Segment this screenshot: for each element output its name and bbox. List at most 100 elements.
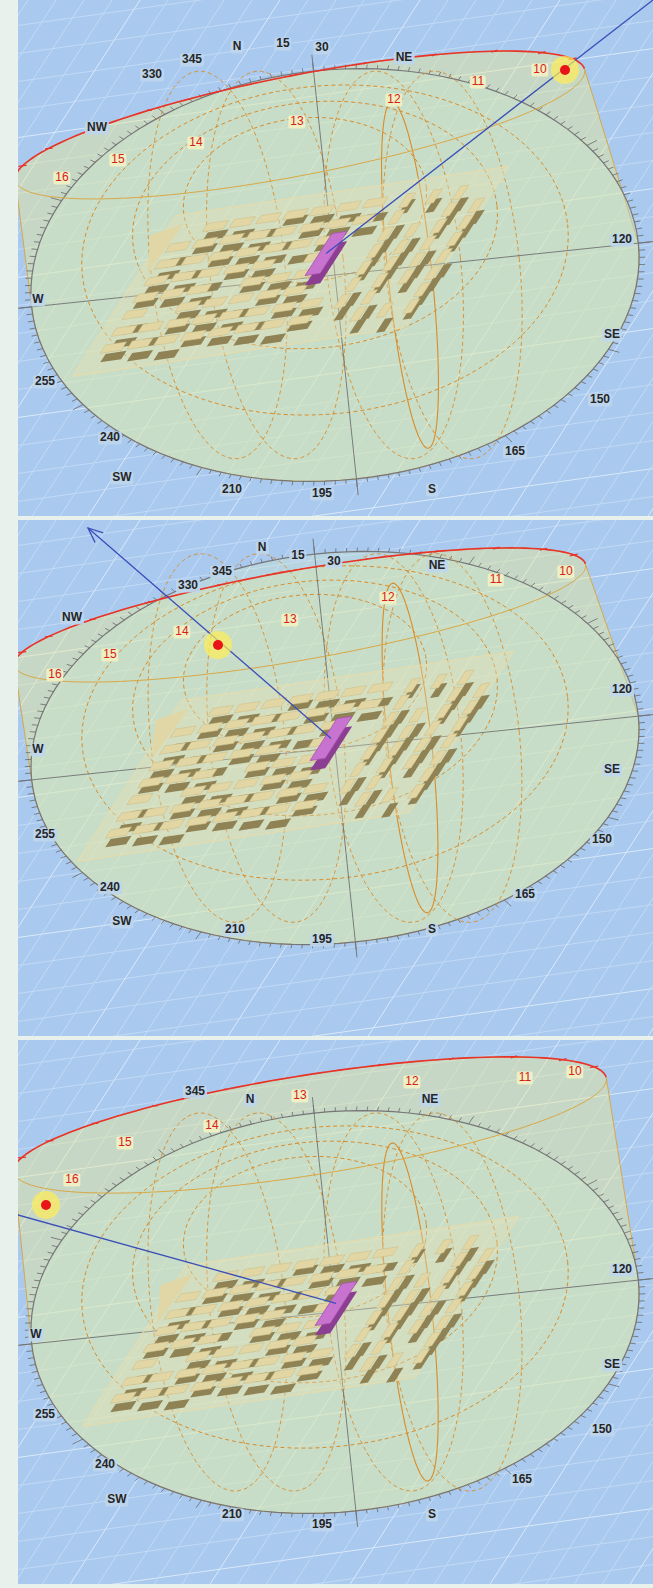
building-roof: [430, 218, 448, 233]
compass-tick: [574, 1421, 579, 1423]
compass-tick: [367, 1107, 369, 1111]
building-roof: [281, 1352, 307, 1363]
sun-path-lower: [18, 1078, 606, 1193]
compass-tick: [638, 743, 644, 744]
compass-tick: [250, 561, 252, 565]
building-roof: [233, 322, 259, 333]
compass-tick: [418, 931, 420, 935]
building-roof: [276, 1322, 302, 1333]
building-roof: [435, 248, 453, 263]
building-roof: [467, 1265, 485, 1280]
compass-tick: [627, 1238, 633, 1239]
compass-tick: [52, 206, 58, 207]
compass-tick: [639, 264, 645, 265]
building-roof: [250, 714, 276, 725]
compass-tick: [487, 1126, 490, 1130]
compass-tick: [561, 1161, 566, 1164]
building-roof: [191, 1304, 217, 1315]
compass-tick: [639, 249, 645, 250]
compass-tick: [603, 161, 608, 163]
compass-tick: [523, 579, 527, 582]
site-plot: [73, 166, 509, 376]
building-roof: [429, 1285, 447, 1300]
compass-tick: [639, 257, 645, 258]
compass-tick: [144, 448, 148, 451]
compass-tick: [593, 149, 598, 151]
building-roof: [244, 305, 270, 316]
building-roof: [196, 798, 222, 809]
compass-tick: [344, 943, 345, 947]
compass-tick: [259, 942, 260, 946]
compass-tick: [546, 876, 550, 879]
compass-tick: [47, 213, 53, 214]
hour-label: 12: [379, 591, 396, 604]
building-roof: [403, 678, 421, 693]
compass-tick: [249, 941, 251, 945]
building-roof: [372, 1247, 398, 1258]
building-roof: [227, 1359, 253, 1370]
compass-tick: [598, 1194, 603, 1196]
compass-tick: [637, 1272, 643, 1274]
building-roof: [381, 1323, 399, 1338]
compass-tick: [105, 1189, 110, 1191]
compass-tick: [554, 596, 558, 599]
sun-ray: [88, 528, 331, 738]
compass-tick: [505, 436, 512, 442]
building-roof: [456, 1281, 474, 1296]
compass-tick: [91, 415, 96, 418]
hour-tick: [290, 75, 291, 76]
compass-tick: [522, 1459, 526, 1462]
compass-tick: [608, 167, 613, 169]
building-side: [376, 317, 394, 332]
compass-tick: [587, 140, 597, 145]
sun-glow: [551, 56, 579, 84]
compass-label: 240: [93, 1458, 117, 1471]
compass-tick: [581, 1177, 586, 1180]
elevation-ring: [82, 85, 569, 415]
hour-tick: [46, 1140, 54, 1142]
compass-label: NE: [427, 559, 448, 572]
compass-tick: [388, 65, 389, 69]
building-roof: [424, 265, 442, 280]
compass-tick: [28, 738, 34, 739]
grid-line: [18, 1017, 653, 1036]
building-roof: [239, 276, 265, 287]
building-roof: [398, 724, 416, 739]
site-plot: [78, 651, 514, 861]
compass-tick: [52, 1245, 58, 1246]
sky-dome: [18, 51, 639, 481]
compass-tick: [302, 1513, 304, 1517]
compass-tick: [639, 729, 645, 730]
compass-tick: [105, 426, 110, 429]
compass-tick: [637, 279, 643, 280]
compass-tick: [90, 883, 95, 886]
building-roof: [122, 308, 148, 319]
azimuth-meridian: [148, 1113, 287, 1491]
compass-label: 240: [98, 431, 122, 444]
building-roof: [197, 267, 223, 278]
building-roof: [202, 296, 228, 307]
grid-line: [646, 520, 653, 1036]
building-roof: [185, 815, 211, 826]
compass-tick: [477, 912, 480, 915]
compass-tick: [624, 791, 630, 793]
building-roof: [153, 334, 179, 345]
compass-tick: [574, 854, 579, 856]
sun-path-panel: [18, 520, 653, 1036]
compass-tick: [459, 558, 461, 562]
compass-tick: [639, 722, 645, 724]
compass-tick: [638, 271, 644, 272]
compass-label: 330: [176, 579, 200, 592]
compass-tick: [127, 131, 131, 134]
hour-label: 12: [403, 1075, 420, 1088]
hour-tick: [89, 619, 95, 620]
compass-tick: [281, 1513, 282, 1517]
building-roof: [291, 799, 317, 810]
compass-tick: [72, 873, 82, 878]
compass-label: SW: [105, 1493, 128, 1506]
building-roof: [457, 670, 475, 685]
compass-tick: [458, 919, 460, 922]
building-roof: [361, 1264, 387, 1275]
building-side: [270, 1383, 296, 1394]
compass-label: NE: [394, 51, 415, 64]
